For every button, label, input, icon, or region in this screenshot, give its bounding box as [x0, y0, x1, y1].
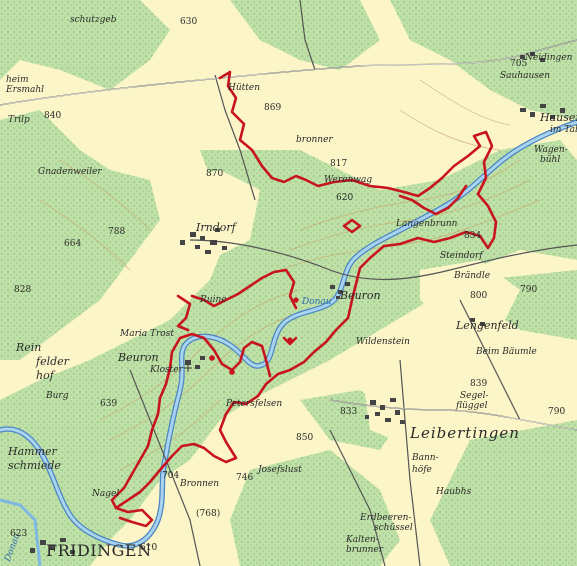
- place-hammer: Hammer: [8, 445, 57, 458]
- place-steindorf: Steindorf: [440, 251, 483, 261]
- place-segel: Segel-: [460, 391, 489, 401]
- elevation-850: 850: [296, 433, 314, 443]
- settlement-beuron: [330, 282, 350, 299]
- elevation-620: 620: [336, 193, 354, 203]
- place-wagen: Wagen-: [534, 145, 568, 155]
- elevation-869: 869: [264, 103, 282, 113]
- place-fridingen: FRIDINGEN: [46, 541, 152, 560]
- settlement-leibertingen: [365, 398, 405, 424]
- forest-northeast: [390, 0, 577, 120]
- place-schutzgeb: schutzgeb: [70, 15, 117, 25]
- elevation-833: 833: [340, 407, 358, 417]
- elevation-800: 800: [470, 291, 488, 301]
- place-kalten-2: brunner: [346, 545, 384, 555]
- place-kalten: Kalten-: [346, 535, 379, 545]
- elevation-839: 839: [470, 379, 488, 389]
- place-wildenstein: Wildenstein: [356, 337, 410, 347]
- place-schmiede: schmiede: [8, 459, 61, 472]
- place-burg: Burg: [46, 391, 69, 401]
- elevation-664: 664: [64, 239, 82, 249]
- place-beuron: Beuron: [340, 289, 381, 302]
- open-fields: [160, 170, 520, 450]
- forest-south: [230, 450, 400, 566]
- place-nagel: Nagel: [92, 489, 120, 499]
- place-petersfelsen: Petersfelsen: [226, 399, 283, 409]
- place-kloster: Kloster: [150, 365, 183, 375]
- place-langenbrunn: Langenbrunn: [396, 219, 458, 229]
- place-hausen: Hausen: [540, 111, 577, 124]
- elevation-790: 790: [520, 285, 538, 295]
- place-hausbuhs: Haubhs: [436, 487, 472, 497]
- elevation-788: 788: [108, 227, 126, 237]
- place-ruine: Ruine: [200, 295, 227, 305]
- place-rein-3: hof: [36, 369, 54, 382]
- elevation-817: 817: [330, 159, 348, 169]
- place-heim: heim: [6, 75, 29, 85]
- elevation-768: (768): [196, 509, 221, 519]
- place-erdbeeren-2: schüssel: [374, 523, 413, 533]
- settlement-hausen: [520, 104, 565, 119]
- place-lengenfeld: Lengenfeld: [456, 319, 519, 332]
- place-ersmahl: Ersmahl: [6, 85, 45, 95]
- place-bronnen: Bronnen: [180, 479, 220, 489]
- place-leibertingen: Leibertingen: [410, 424, 520, 442]
- place-saumhaus: Sauhausen: [500, 71, 551, 81]
- place-beuron-west: Beuron: [118, 351, 159, 364]
- elevation-840: 840: [44, 111, 62, 121]
- elevation-630: 630: [180, 17, 198, 27]
- elevation-623: 623: [10, 529, 28, 539]
- place-maria-trost: Maria Trost: [120, 329, 174, 339]
- place-josefslust: Josefslust: [258, 465, 302, 475]
- place-segel-2: flüggel: [456, 401, 488, 411]
- place-gnadenweiler: Gnadenweiler: [38, 167, 102, 177]
- place-erdbeeren: Erdbeeren-: [360, 513, 412, 523]
- place-rein-2: felder: [36, 355, 69, 368]
- settlement-irndorf: [180, 228, 227, 254]
- place-bronner: bronner: [296, 135, 333, 145]
- place-bannhoefe-2: höfe: [412, 465, 432, 475]
- forest-west: [0, 110, 160, 360]
- elevation-639: 639: [100, 399, 118, 409]
- place-rein: Rein: [16, 341, 42, 354]
- settlement-neidingen: [520, 52, 545, 62]
- settlement-beuron-west: [185, 356, 205, 369]
- elevation-704: 704: [162, 471, 180, 481]
- elevation-705: 705: [510, 59, 528, 69]
- place-irndorf: Irndorf: [196, 221, 236, 234]
- place-beim-baumle: Beim Bäumle: [476, 347, 537, 357]
- elevation-828: 828: [14, 285, 32, 295]
- forest-northwest: [0, 0, 170, 90]
- forest-north-center: [230, 0, 380, 70]
- settlements: [30, 52, 565, 554]
- forest-southeast: [430, 420, 577, 566]
- elevation-610: 610: [140, 543, 158, 553]
- settlement-fridingen: [30, 538, 75, 554]
- place-trilp: Trilp: [8, 115, 30, 125]
- place-braendle: Brändle: [454, 271, 491, 281]
- river-label-donau: Donau: [302, 297, 332, 307]
- elevation-834: 834: [464, 231, 482, 241]
- road-casings: [0, 39, 577, 431]
- route-markers: [209, 297, 299, 375]
- forest-valley: [0, 140, 577, 566]
- place-neidingen: Neidingen: [525, 53, 573, 63]
- settlement-lengenfeld: [470, 318, 485, 326]
- elevation-870: 870: [206, 169, 224, 179]
- place-hausen-sub: im Tal: [550, 125, 577, 135]
- place-buhl: bühl: [540, 155, 561, 165]
- place-hutten: Hütten: [228, 83, 261, 93]
- church-icon: [184, 364, 192, 372]
- elevation-746: 746: [236, 473, 254, 483]
- place-werenwag: Werenwag: [324, 175, 373, 185]
- place-bannhoefe: Bann-: [412, 453, 439, 463]
- hiking-route: [110, 70, 498, 528]
- elevation-790b: 790: [548, 407, 566, 417]
